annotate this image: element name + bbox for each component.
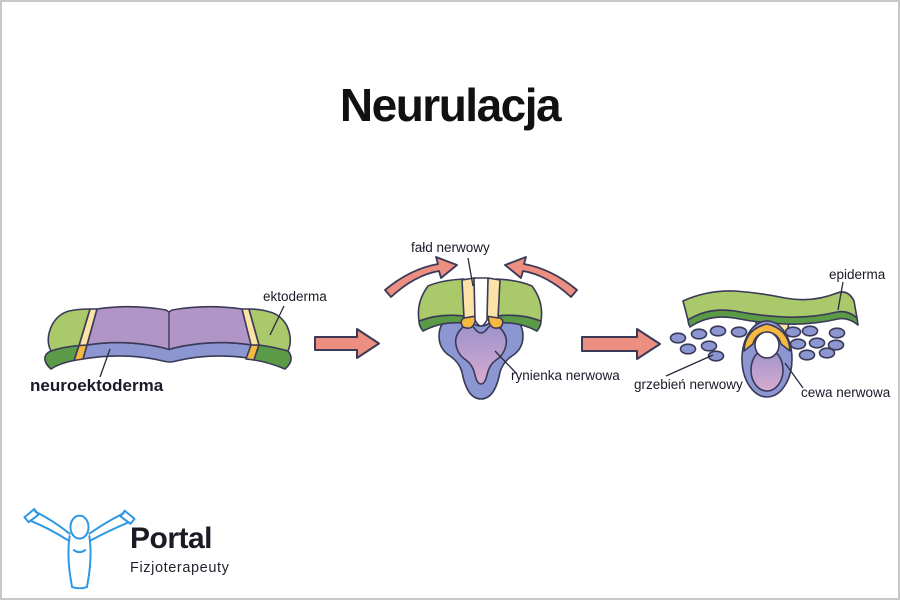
page-title: Neurulacja [339, 79, 562, 131]
crest-cell [730, 326, 748, 338]
crest-cell [827, 339, 845, 351]
crest-cell [818, 347, 836, 359]
neuroektoderma-leader-line [99, 348, 111, 378]
stage3-neural-tube [665, 281, 859, 398]
epiderma-leader-line [837, 281, 844, 311]
crest-cell [801, 325, 819, 337]
grzebien-leader-line [665, 354, 714, 377]
fold-wing-right [495, 278, 543, 322]
rynienka-leader-line [494, 350, 517, 374]
label-epiderma: epiderma [829, 267, 886, 282]
label-rynienka-nerwowa: rynienka nerwowa [511, 368, 620, 383]
arrow-right-icon [314, 328, 380, 359]
crest-cell [789, 338, 807, 350]
crest-cell [707, 350, 725, 362]
curved-arrow-right-icon [504, 256, 578, 298]
crest-cell [679, 343, 697, 355]
crest-cell [828, 327, 846, 339]
crest-cell [709, 325, 727, 337]
ectoderm-wing-left [47, 308, 91, 352]
ectoderm-wing-right [248, 308, 292, 352]
stage1-neural-plate [44, 305, 292, 378]
crest-cell [784, 326, 802, 338]
fold-orange-hook-right [487, 315, 504, 329]
label-fald-nerwowy: fałd nerwowy [411, 240, 490, 255]
logo-subtitle: Fizjoterapeuty [130, 560, 230, 576]
label-ektoderma: ektoderma [263, 289, 327, 304]
label-grzebien-nerwowy: grzebień nerwowy [634, 377, 743, 392]
neural-crest-cells-left [669, 325, 748, 362]
exercising-figure-icon [23, 508, 136, 590]
neural-crest-cells-right [784, 325, 846, 361]
fold-wing-left [417, 278, 465, 322]
crest-cell [700, 340, 718, 352]
stage2-neural-groove [384, 256, 578, 400]
groove-slot [473, 277, 489, 327]
crest-cell [808, 337, 826, 349]
fald-leader-line [467, 257, 474, 287]
logo-name: Portal [130, 522, 213, 555]
groove-interior [454, 323, 508, 385]
arrow-right-icon-2 [581, 328, 661, 360]
curved-arrow-left-icon [384, 256, 458, 298]
label-neuroektoderma: neuroektoderma [30, 376, 164, 395]
fold-orange-hook-left [460, 315, 477, 329]
logo: Portal Fizjoterapeuty [22, 500, 252, 592]
logo-text: Portal Fizjoterapeuty [130, 522, 229, 576]
epidermis-top [682, 290, 858, 321]
crest-cell [798, 349, 816, 361]
crest-cell [669, 332, 687, 344]
crest-cell [690, 328, 708, 340]
ektoderma-leader-line [269, 305, 285, 336]
label-cewa-nerwowa: cewa nerwowa [801, 385, 891, 400]
tube-lumen [754, 331, 780, 359]
cewa-leader-line [784, 362, 804, 389]
